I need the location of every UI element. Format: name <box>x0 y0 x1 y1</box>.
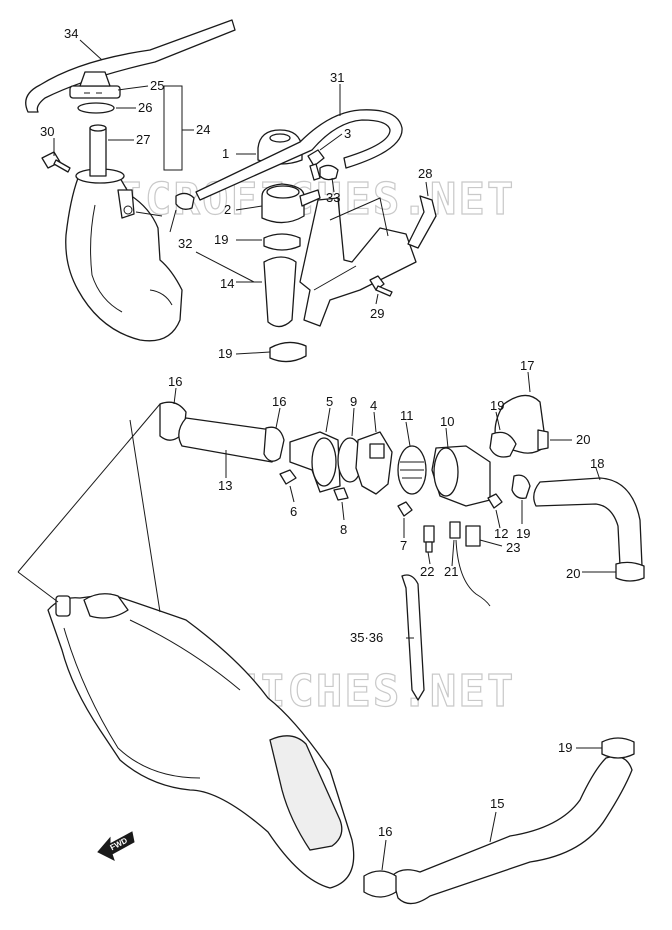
callout-16-mid: 16 <box>272 394 286 409</box>
hose-clamp-33 <box>319 164 339 181</box>
callout-29: 29 <box>370 306 384 321</box>
callout-20-lower: 20 <box>566 566 580 581</box>
bolt-7 <box>397 501 413 517</box>
callout-13: 13 <box>218 478 232 493</box>
callout-7: 7 <box>400 538 407 553</box>
hose-clamp-19-mid <box>269 341 307 363</box>
callout-24: 24 <box>196 122 210 137</box>
callout-25: 25 <box>150 78 164 93</box>
callout-labels: 34 25 26 27 30 24 32 1 2 19 14 31 3 33 2… <box>40 26 604 839</box>
hose-clamp-19-right-lower <box>511 474 531 499</box>
callout-33: 33 <box>326 190 340 205</box>
leader-lines <box>17 39 616 871</box>
bolt-3 <box>307 149 325 181</box>
callout-3: 3 <box>344 126 351 141</box>
hose-18 <box>533 477 643 570</box>
sensor-21 <box>449 521 491 607</box>
thermostat-cover-5 <box>289 431 341 493</box>
bracket-28 <box>299 195 437 327</box>
callout-4: 4 <box>370 398 377 413</box>
tank-cap-seal-26 <box>77 102 115 114</box>
callout-16-lower: 16 <box>378 824 392 839</box>
hose-clamp-19-upper <box>263 233 301 251</box>
callout-6: 6 <box>290 504 297 519</box>
callout-21: 21 <box>444 564 458 579</box>
callout-35-36: 35·36 <box>350 630 383 645</box>
callout-5: 5 <box>326 394 333 409</box>
hose-clamp-32 <box>175 192 195 210</box>
radiator <box>47 593 355 889</box>
thermostat-case-10 <box>431 445 491 507</box>
reservoir-tank <box>65 168 183 342</box>
callout-15: 15 <box>490 796 504 811</box>
hose-34 <box>25 19 236 113</box>
callout-2: 2 <box>224 202 231 217</box>
callout-27: 27 <box>136 132 150 147</box>
callout-19-right-lower: 19 <box>516 526 530 541</box>
breather-hose-31 <box>195 109 403 201</box>
callout-8: 8 <box>340 522 347 537</box>
sensor-23 <box>465 525 481 547</box>
callout-10: 10 <box>440 414 454 429</box>
callout-28: 28 <box>418 166 432 181</box>
filler-neck-2 <box>261 183 321 224</box>
callout-14: 14 <box>220 276 234 291</box>
callout-20-upper: 20 <box>576 432 590 447</box>
hose-13 <box>178 417 279 463</box>
callout-26: 26 <box>138 100 152 115</box>
hose-clamp-20-upper <box>537 429 549 451</box>
callout-12: 12 <box>494 526 508 541</box>
radiator-hose-14 <box>263 256 297 328</box>
callout-32: 32 <box>178 236 192 251</box>
sensor-22 <box>423 525 435 553</box>
callout-19-lower: 19 <box>558 740 572 755</box>
hose-clamp-16-mid <box>263 426 285 462</box>
callout-23: 23 <box>506 540 520 555</box>
callout-9: 9 <box>350 394 357 409</box>
bolt-12 <box>487 493 503 509</box>
callout-18: 18 <box>590 456 604 471</box>
hose-clamp-19-right-upper <box>489 431 517 458</box>
thermostat-housing-4 <box>355 431 393 495</box>
thermostat-11 <box>397 445 427 495</box>
callout-11: 11 <box>400 408 414 423</box>
hose-clamp-19-lower <box>601 737 635 759</box>
callout-19-mid: 19 <box>218 346 232 361</box>
tank-cap-25 <box>69 71 121 99</box>
radiator-hose-15 <box>391 755 633 905</box>
forward-arrow-icon: FWD <box>97 831 135 861</box>
hose-clamp-16-lower <box>363 870 397 898</box>
callout-19-right-upper: 19 <box>490 398 504 413</box>
filler-pipe-27 <box>89 124 107 177</box>
callout-30: 30 <box>40 124 54 139</box>
callout-19-upper: 19 <box>214 232 228 247</box>
nut-8 <box>333 487 349 501</box>
callout-31: 31 <box>330 70 344 85</box>
callout-16-left: 16 <box>168 374 182 389</box>
bolt-30 <box>41 151 71 173</box>
callout-34: 34 <box>64 26 78 41</box>
bolt-29 <box>369 275 393 297</box>
callout-22: 22 <box>420 564 434 579</box>
callout-17: 17 <box>520 358 534 373</box>
bolt-6 <box>279 469 297 485</box>
hose-clamp-20-lower <box>615 561 645 582</box>
callout-1: 1 <box>222 146 229 161</box>
